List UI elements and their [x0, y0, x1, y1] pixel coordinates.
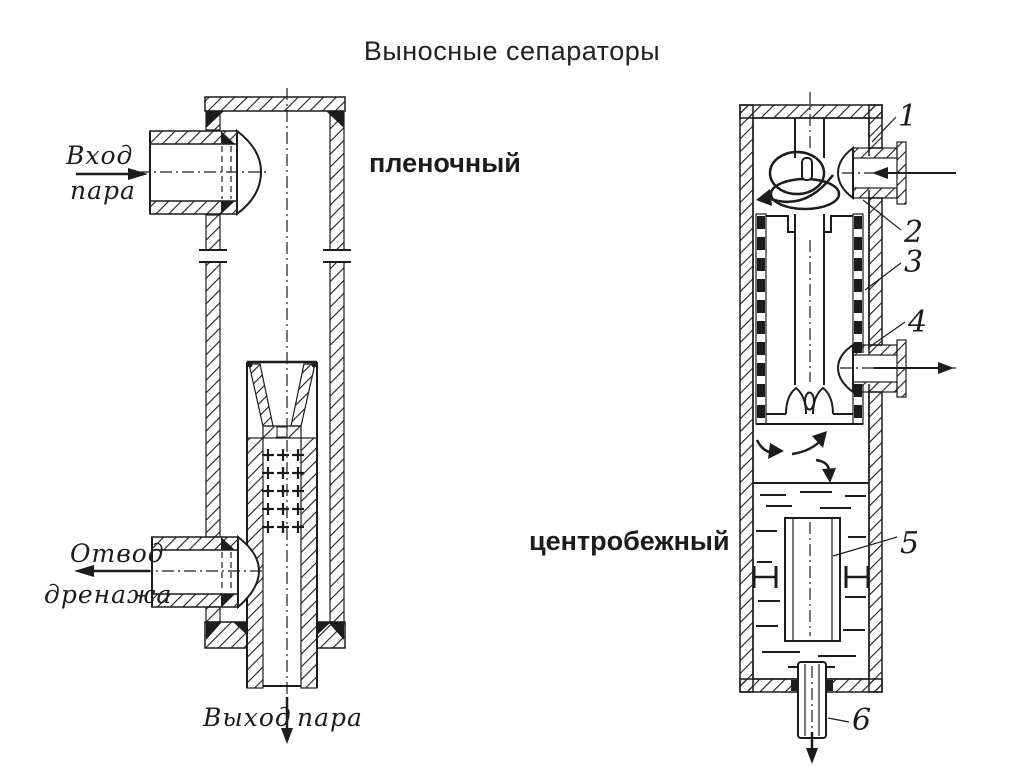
callout-4: 4 [907, 305, 927, 340]
swirl-arrow-icon [756, 174, 834, 206]
steam-outlet-label-line2: пара [297, 703, 363, 732]
slide-title: Выносные сепараторы [363, 36, 661, 66]
centrifugal-outlet-nozzle [836, 339, 956, 398]
steam-inlet-nozzle [138, 128, 266, 217]
support-left [752, 566, 778, 588]
wall-joint-marks [199, 249, 351, 263]
drain-outlet-label-line2: дренажа [44, 580, 172, 609]
drain-flow-arrow-icon [806, 732, 818, 764]
outlet-flow-arrow-icon [874, 362, 954, 374]
steam-outlet-label-line1: Выход [202, 703, 292, 732]
film-separator-diagram: Вход пара Отвод дренажа Выход пара [44, 88, 363, 744]
film-vessel-body [199, 96, 351, 649]
film-annotations: Вход пара Отвод дренажа Выход пара [44, 141, 363, 744]
film-separator-type-label: пленочный [369, 148, 521, 178]
outlet-flow-arrow-icon [281, 697, 293, 744]
centrifugal-separator-diagram: 1 2 3 4 5 6 [739, 92, 956, 764]
support-right [844, 566, 870, 588]
funnel-wall [290, 363, 316, 427]
drain-flow-arrow-icon [74, 565, 150, 577]
bottom-drain-pipe [791, 661, 833, 764]
funnel-wall [248, 363, 274, 427]
drain-outlet-label-line1: Отвод [70, 539, 165, 568]
perforation-marks [262, 449, 304, 533]
film-inner-tube [246, 360, 318, 689]
inlet-flow-arrow-icon [76, 168, 148, 180]
callout-6: 6 [852, 703, 871, 738]
callout-2: 2 [903, 215, 923, 250]
steam-inlet-label-line1: Вход [65, 141, 133, 170]
centrifugal-inlet-nozzle [836, 141, 956, 205]
callout-3: 3 [904, 245, 923, 280]
callouts: 1 2 3 4 5 6 [827, 99, 927, 738]
inlet-flow-arrow-icon [872, 167, 956, 179]
submerged-tube [752, 517, 870, 642]
steam-inlet-label-line2: пара [70, 176, 136, 205]
callout-5: 5 [900, 526, 919, 561]
centrifugal-separator-type-label: центробежный [529, 526, 730, 556]
swirl-chamber [756, 118, 841, 211]
flow-arrows [755, 431, 836, 483]
callout-1: 1 [898, 99, 917, 134]
drain-nozzle [140, 534, 263, 610]
